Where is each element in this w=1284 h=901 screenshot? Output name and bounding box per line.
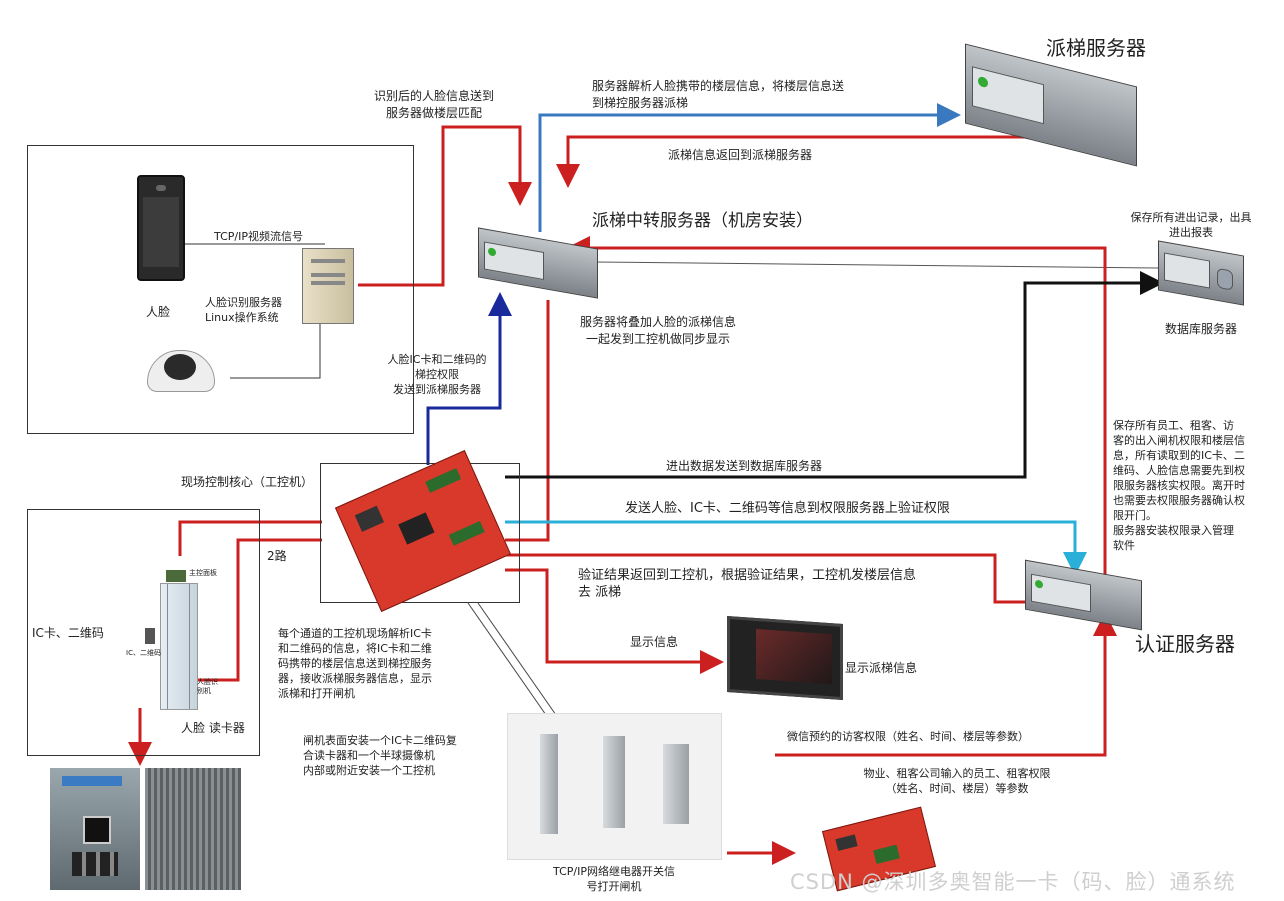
face-server-icon xyxy=(302,248,354,324)
watermark: CSDN @深圳多奥智能一卡（码、脸）通系统 xyxy=(790,870,1236,894)
control-core-label: 现场控制核心（工控机） xyxy=(181,475,314,489)
elevator-ic-label: IC、二维码 xyxy=(126,649,161,657)
face-to-relay xyxy=(358,125,532,287)
staff-input-note: 物业、租客公司输入的员工、租客权限 （姓名、时间、楼层）等参数 xyxy=(863,767,1051,795)
data-to-db-note: 进出数据发送到数据库服务器 xyxy=(666,459,823,473)
core-to-display xyxy=(505,568,724,674)
dispatch-to-relay xyxy=(556,135,1030,188)
core-to-elevator xyxy=(178,520,322,556)
face-server-label: 人脸识别服务器 Linux操作系统 xyxy=(205,296,282,324)
elevator-door-photo xyxy=(145,768,241,890)
face-to-server-note: 识别后的人脸信息送到 服务器做楼层匹配 xyxy=(373,89,494,120)
two-way-label: 2路 xyxy=(267,549,287,563)
show-dispatch-label: 显示派梯信息 xyxy=(845,661,918,675)
dome-camera-icon xyxy=(147,350,215,402)
show-info-note: 显示信息 xyxy=(630,635,679,649)
elevator-controller-icon xyxy=(166,570,186,582)
elevator-top-label: 主控面板 xyxy=(189,569,217,577)
core-to-db xyxy=(505,271,1164,479)
database-server-title: 数据库服务器 xyxy=(1165,322,1238,336)
face-reader-label: 人脸 读卡器 xyxy=(181,721,245,735)
elevator-panel-photo xyxy=(50,768,140,890)
wechat-visitor-note: 微信预约的访客权限（姓名、时间、楼层等参数） xyxy=(787,730,1029,743)
sync-display-note: 服务器将叠加人脸的派梯信息 一起发到工控机做同步显示 xyxy=(579,315,736,346)
send-verify-note: 发送人脸、IC卡、二维码等信息到权限服务器上验证权限 xyxy=(625,501,950,516)
verify-result-note: 验证结果返回到工控机，根据验证结果，工控机发楼层信息 去 派梯 xyxy=(578,568,917,600)
elevator-face-label: 人脸识 别机 xyxy=(197,678,218,695)
core-to-relay xyxy=(426,292,512,465)
elevator-shaft-icon xyxy=(160,583,198,710)
elevator-area-box xyxy=(27,509,260,756)
face-terminal-icon xyxy=(137,175,185,281)
channel-parse-note: 每个通道的工控机现场解析IC卡 和二维码的信息，将IC卡和二维 码携带的楼层信息… xyxy=(278,627,432,700)
gate-install-note: 闸机表面安装一个IC卡二维码复 合读卡器和一个半球摄像机 内部或附近安装一个工控… xyxy=(303,734,457,777)
wechat-to-auth xyxy=(775,612,1117,757)
dispatch-server-title: 派梯服务器 xyxy=(1046,36,1146,60)
tcp-video-label: TCP/IP视频流信号 xyxy=(214,230,303,243)
auth-to-relay xyxy=(566,236,1107,575)
gate-link-1 xyxy=(467,602,547,716)
face-area-box xyxy=(27,145,414,434)
core-to-face-reader xyxy=(195,538,322,682)
auth-server-title: 认证服务器 xyxy=(1135,632,1235,656)
display-screen-icon xyxy=(727,615,843,701)
core-to-auth xyxy=(505,520,1087,576)
control-core-box xyxy=(320,463,520,603)
relay-gate-label: TCP/IP网络继电器开关信 号打开闸机 xyxy=(553,865,675,893)
return-dispatch-note: 派梯信息返回到派梯服务器 xyxy=(668,148,813,162)
face-label: 人脸 xyxy=(146,305,171,319)
auth-desc-note: 保存所有员工、租客、访 客的出入闸机权限和楼层信 息，所有读取到的IC卡、二 维… xyxy=(1113,419,1245,552)
camera-link xyxy=(230,320,321,379)
save-records-note: 保存所有进出记录，出具 进出报表 xyxy=(1130,211,1252,239)
ic-qr-permission-note: 人脸IC卡和二维码的 梯控权限 发送到派梯服务器 xyxy=(387,353,487,396)
relay-db-link xyxy=(594,261,1161,269)
turnstile-gate-photo xyxy=(507,713,722,860)
ic-qr-label: IC卡、二维码 xyxy=(32,626,104,640)
gate-link-2 xyxy=(477,602,557,716)
ic-reader-icon xyxy=(145,628,155,644)
parse-floor-note: 服务器解析人脸携带的楼层信息，将楼层信息送 到梯控服务器派梯 xyxy=(592,79,845,110)
relay-server-title: 派梯中转服务器（机房安装） xyxy=(592,211,813,231)
relay-to-dispatch xyxy=(538,103,961,232)
auth-to-core xyxy=(505,553,1025,604)
